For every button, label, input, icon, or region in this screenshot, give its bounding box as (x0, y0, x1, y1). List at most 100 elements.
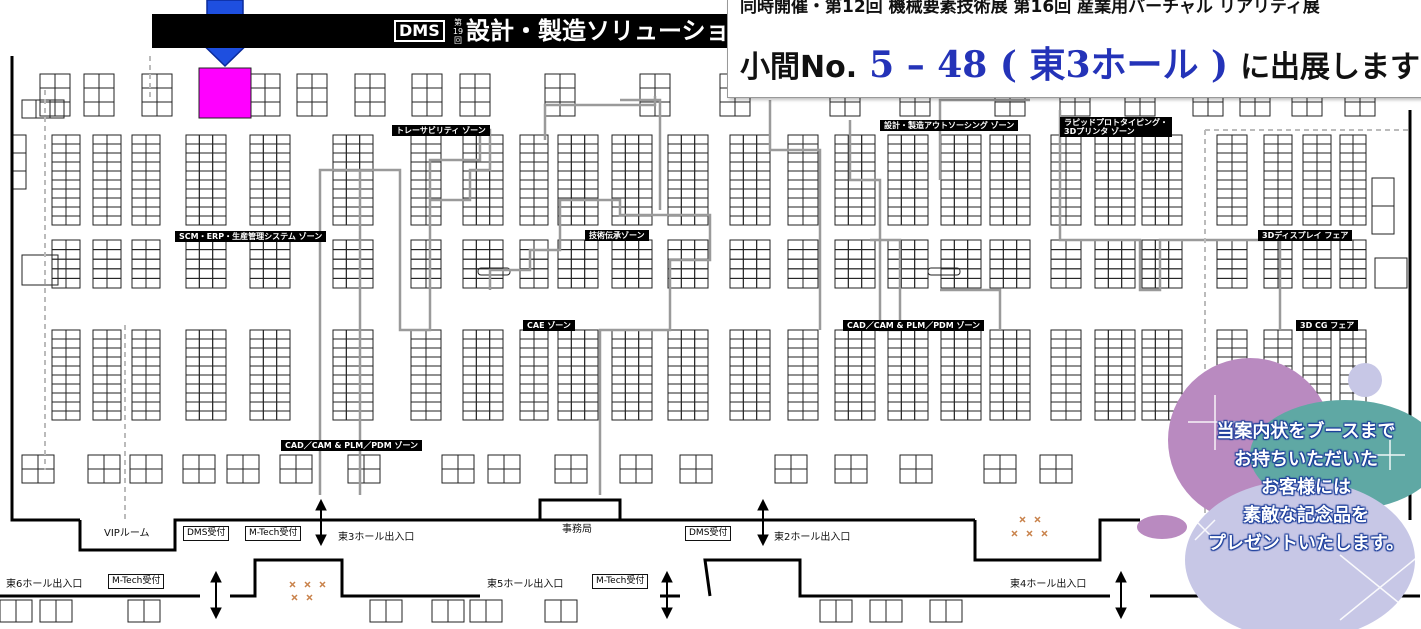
booth (1094, 258, 1109, 270)
booth (410, 215, 427, 226)
booth (1316, 152, 1332, 163)
booth (1302, 347, 1318, 358)
booth (900, 143, 916, 154)
booth (680, 161, 696, 172)
booth (1121, 188, 1136, 199)
booth (756, 188, 771, 199)
booth (65, 239, 81, 251)
booth (1121, 401, 1136, 412)
booth (1050, 143, 1067, 154)
booth (694, 383, 709, 394)
booth (1141, 143, 1156, 154)
booth (584, 392, 599, 403)
booth (967, 410, 982, 421)
booth (198, 401, 214, 412)
booth (1016, 356, 1031, 367)
booth (1107, 329, 1123, 340)
booth (790, 454, 808, 470)
booth (1316, 374, 1332, 385)
booth (262, 179, 278, 190)
booth (145, 188, 161, 199)
booth (953, 134, 969, 145)
booth (65, 197, 81, 208)
booth (989, 277, 1004, 289)
booth (533, 179, 549, 190)
booth (1277, 277, 1293, 289)
booth (1263, 152, 1279, 163)
booth (914, 392, 929, 403)
booth (1316, 179, 1332, 190)
booth (899, 468, 917, 484)
booth (262, 134, 278, 145)
booth (198, 392, 214, 403)
booth (262, 401, 278, 412)
booth (729, 374, 744, 385)
highlight-booth[interactable] (198, 67, 252, 119)
booth (887, 161, 902, 172)
booth (533, 161, 549, 172)
booth (1121, 374, 1136, 385)
booth (1065, 268, 1082, 279)
booth (887, 374, 902, 385)
booth (940, 188, 955, 199)
booth (1065, 188, 1082, 199)
dms-reception-1: DMS受付 (183, 526, 230, 541)
booth (1107, 338, 1123, 349)
booth (1306, 101, 1323, 117)
booth (1339, 179, 1354, 190)
booth (1277, 134, 1293, 145)
booth (756, 258, 771, 270)
booth (1141, 410, 1156, 421)
booth (680, 392, 696, 403)
booth (276, 143, 291, 154)
booth (1016, 161, 1031, 172)
booth (262, 374, 278, 385)
booth (489, 410, 504, 421)
booth (756, 239, 771, 251)
zone-3d-cg: 3D CG フェア (1296, 320, 1359, 331)
booth (276, 197, 291, 208)
booth (756, 277, 771, 289)
booth (1316, 170, 1332, 181)
booth (533, 258, 549, 270)
booth (1352, 268, 1367, 279)
booth (1121, 206, 1136, 217)
booth (262, 268, 278, 279)
booth (462, 249, 477, 260)
booth (249, 179, 264, 190)
booth (654, 73, 671, 89)
booth (1352, 143, 1367, 154)
booth (345, 258, 361, 270)
booth (787, 170, 804, 181)
booth (359, 249, 374, 260)
booth (900, 401, 916, 412)
booth (249, 365, 264, 376)
booth (557, 365, 572, 376)
booth (462, 401, 477, 412)
booth (1107, 258, 1123, 270)
booth (533, 410, 549, 421)
booth (667, 374, 682, 385)
booth (533, 188, 549, 199)
booth (624, 277, 640, 289)
booth (940, 134, 955, 145)
booth (1016, 239, 1031, 251)
booth (92, 356, 108, 367)
booth (475, 401, 491, 412)
booth (611, 239, 626, 251)
office: 事務局 (562, 524, 592, 535)
booth (584, 249, 599, 260)
booth (1168, 374, 1183, 385)
booth (106, 258, 122, 270)
booth (834, 383, 849, 394)
booth (410, 197, 427, 208)
booth (359, 356, 374, 367)
booth (106, 188, 122, 199)
booth (533, 143, 549, 154)
promo-line-3: お客様には (1261, 477, 1351, 498)
booth (967, 188, 982, 199)
booth (1002, 329, 1018, 340)
booth (611, 338, 626, 349)
booth (249, 356, 264, 367)
booth (11, 134, 27, 154)
